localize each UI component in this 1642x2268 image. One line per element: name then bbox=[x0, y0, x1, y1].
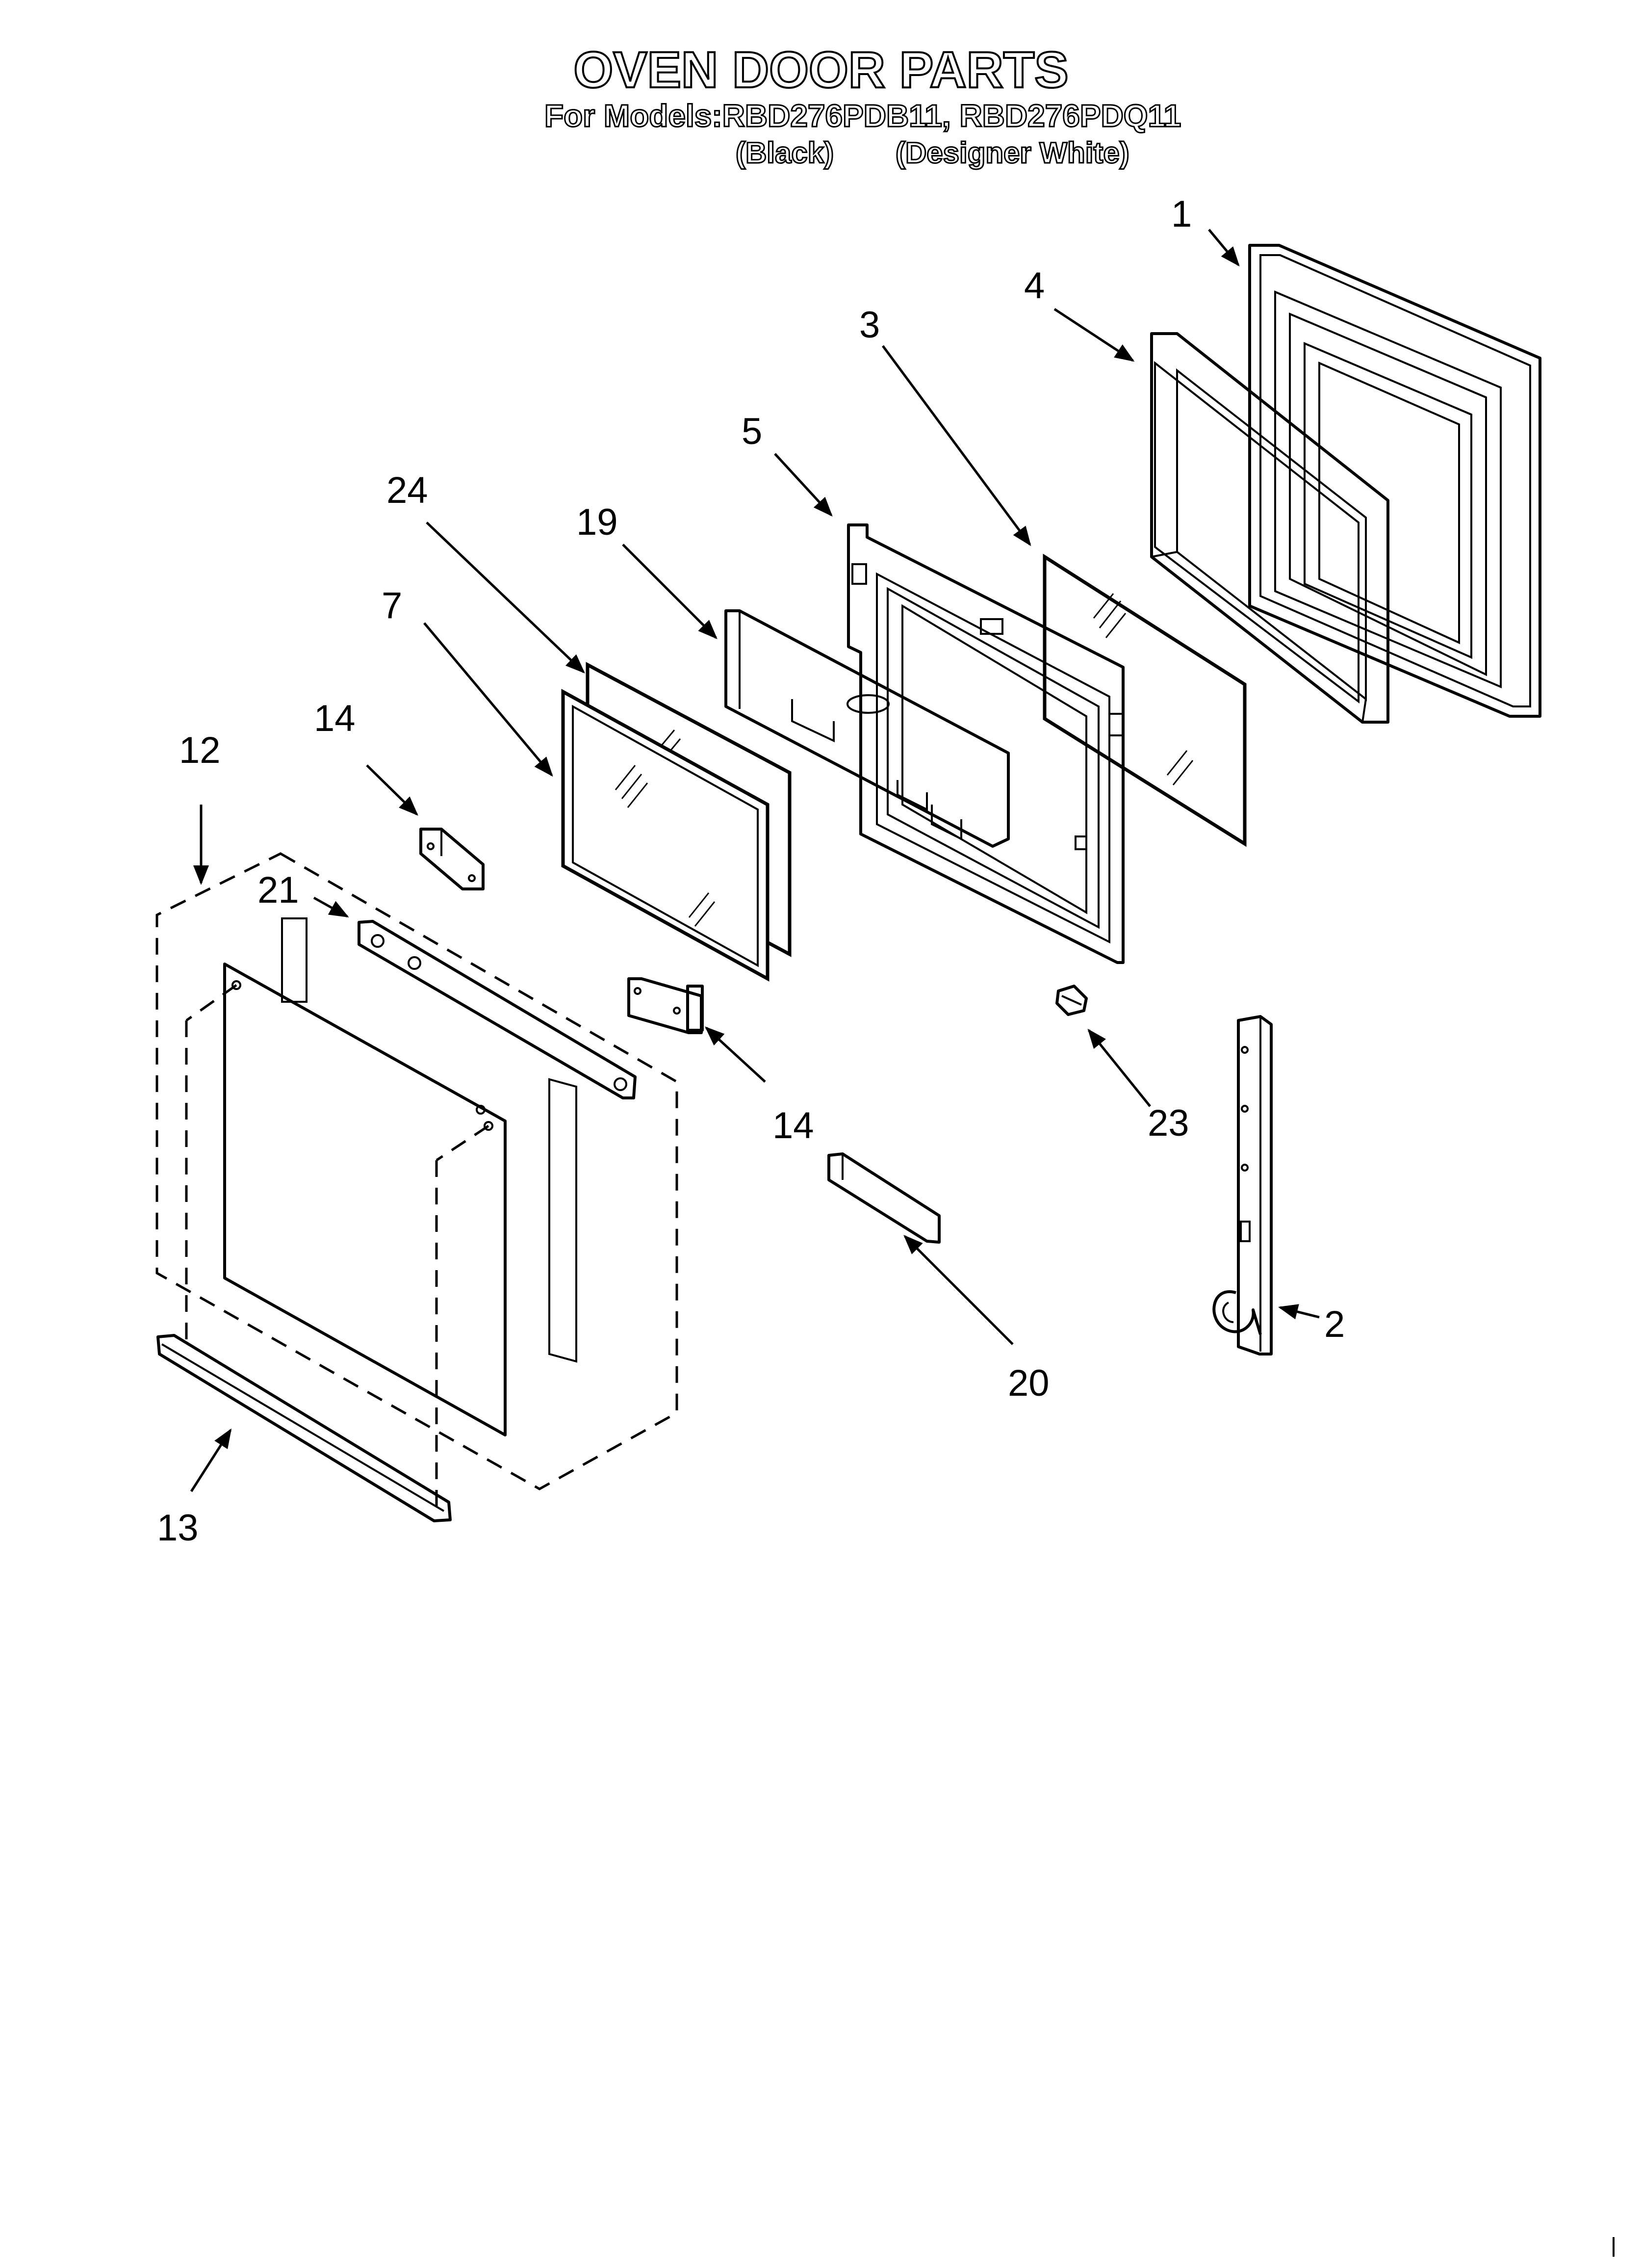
callout-5: 5 bbox=[742, 411, 762, 452]
callout-19: 19 bbox=[576, 501, 618, 543]
callout-1: 1 bbox=[1171, 193, 1192, 235]
part-7-front-glass bbox=[561, 689, 770, 982]
models-line: For Models:RBD276PDB11, RBD276PDQ11 bbox=[544, 98, 1181, 133]
diagram-header: OVEN DOOR PARTS For Models:RBD276PDB11, … bbox=[544, 41, 1182, 170]
callout-7: 7 bbox=[382, 585, 402, 626]
callout-21: 21 bbox=[257, 869, 299, 911]
part-12-door-assembly-outline bbox=[155, 852, 678, 1490]
part-2-hinge-channel bbox=[1212, 1015, 1273, 1356]
part-4-door-frame bbox=[1150, 332, 1389, 724]
leader-lines bbox=[190, 229, 1320, 1492]
part-1-door-liner bbox=[1248, 244, 1541, 718]
part-20-vent-strip bbox=[827, 1152, 941, 1244]
part-19-heat-shield bbox=[724, 609, 1010, 848]
part-14-bracket-lower bbox=[627, 977, 704, 1034]
callout-3: 3 bbox=[859, 304, 880, 346]
callout-23: 23 bbox=[1148, 1102, 1189, 1144]
outer-door-panel bbox=[185, 917, 577, 1506]
callout-20: 20 bbox=[1008, 1362, 1050, 1404]
callout-14-lower: 14 bbox=[772, 1105, 814, 1147]
variant-designer-white: (Designer White) bbox=[896, 136, 1129, 169]
callout-24: 24 bbox=[386, 469, 428, 511]
diagram-title: OVEN DOOR PARTS bbox=[573, 42, 1068, 99]
callout-4: 4 bbox=[1024, 265, 1045, 307]
part-3-glass-panel bbox=[1043, 553, 1247, 847]
part-14-bracket-upper bbox=[419, 828, 485, 890]
part-23-clip bbox=[1055, 985, 1088, 1016]
callout-2: 2 bbox=[1324, 1303, 1345, 1345]
callout-numbers: 1 4 3 5 19 24 7 14 12 21 14 23 20 2 13 bbox=[157, 193, 1345, 1549]
callout-13: 13 bbox=[157, 1507, 199, 1549]
part-13-bottom-trim bbox=[156, 1334, 452, 1522]
callout-12: 12 bbox=[179, 730, 221, 771]
part-21-trim-strip bbox=[358, 920, 637, 1099]
callout-14-upper: 14 bbox=[314, 698, 356, 739]
part-5-inner-panel bbox=[847, 523, 1125, 964]
variant-black: (Black) bbox=[736, 136, 834, 169]
